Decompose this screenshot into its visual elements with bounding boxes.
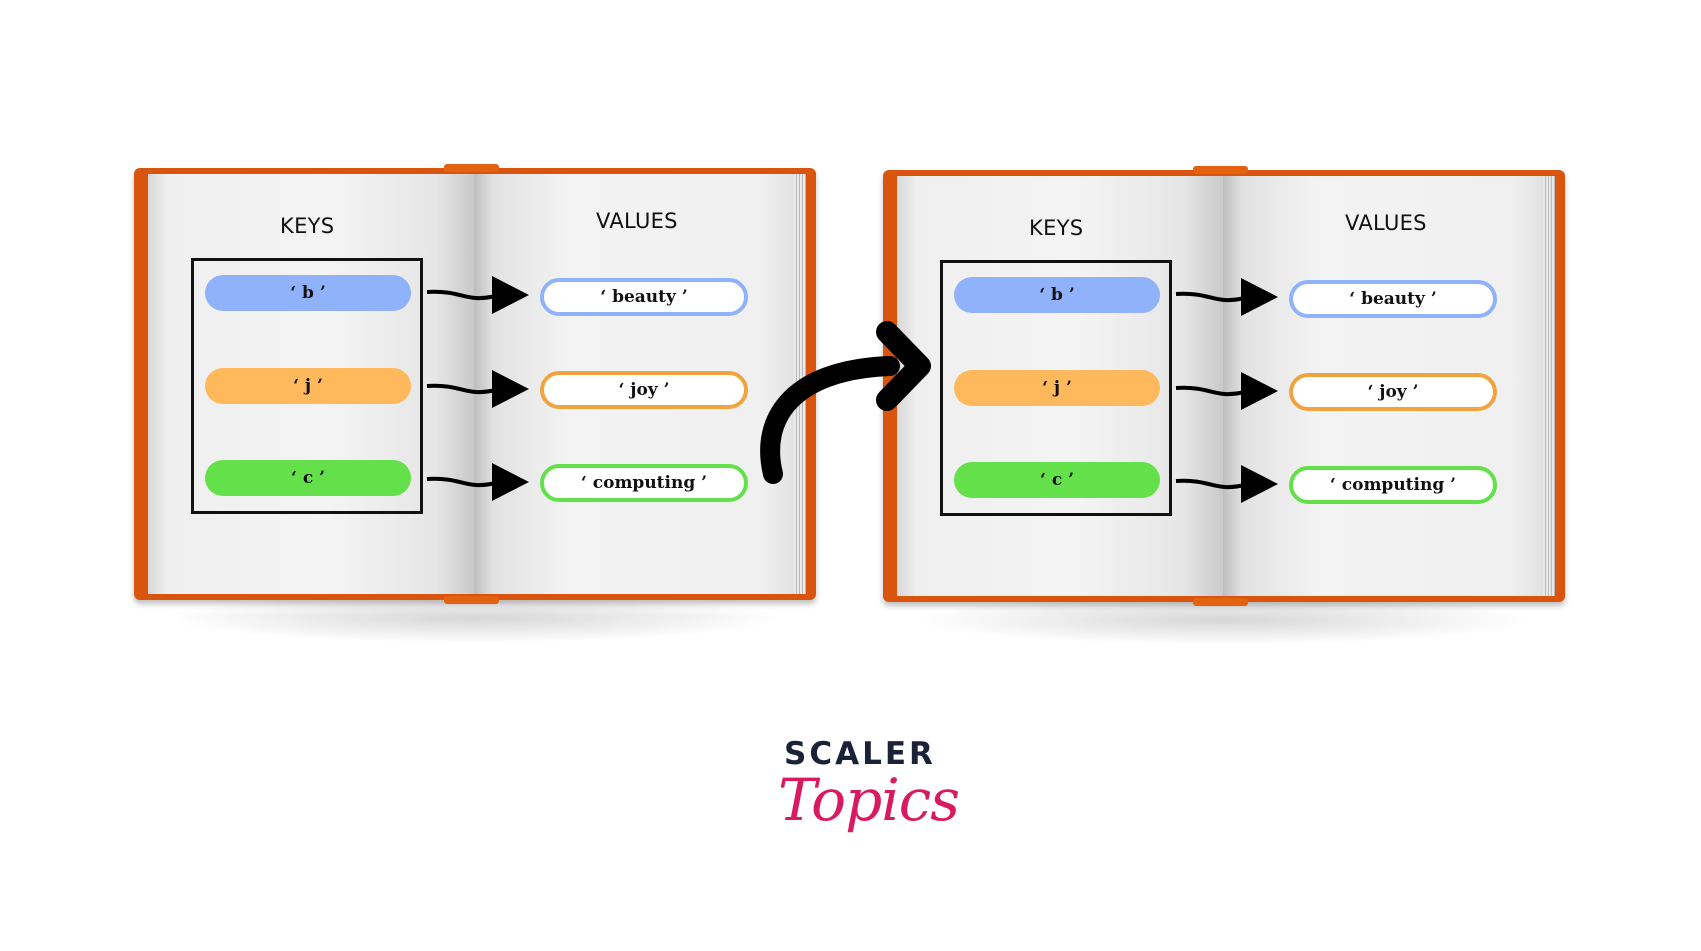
values-heading: VALUES [596, 209, 678, 233]
book-after: KEYS VALUES ‘ b ’ ‘ j ’ ‘ c ’ ‘ beauty ’… [883, 166, 1565, 645]
mapping-arrows [1175, 278, 1278, 503]
arrow-j [1175, 372, 1278, 410]
keys-box [191, 258, 423, 514]
keys-heading: KEYS [280, 214, 335, 238]
logo-scaler-text: SCALER [784, 736, 936, 772]
page-edges [1543, 176, 1555, 596]
arrow-c [426, 463, 529, 501]
key-c: ‘ c ’ [205, 460, 411, 496]
key-j: ‘ j ’ [205, 368, 411, 404]
book-before: KEYS VALUES ‘ b ’ ‘ j ’ ‘ c ’ ‘ beauty ’… [134, 164, 816, 643]
scaler-topics-logo: SCALER Topics [778, 736, 960, 856]
arrow-b [1175, 278, 1278, 316]
value-beauty: ‘ beauty ’ [540, 278, 748, 316]
arrow-j [426, 370, 529, 408]
value-computing: ‘ computing ’ [540, 464, 748, 502]
arrow-c [1175, 465, 1278, 503]
keys-heading: KEYS [1029, 216, 1084, 240]
keys-box [940, 260, 1172, 516]
value-joy: ‘ joy ’ [1289, 373, 1497, 411]
key-j: ‘ j ’ [954, 370, 1160, 406]
logo-topics-text: Topics [778, 766, 960, 834]
key-b: ‘ b ’ [205, 275, 411, 311]
key-c: ‘ c ’ [954, 462, 1160, 498]
value-joy: ‘ joy ’ [540, 371, 748, 409]
key-b: ‘ b ’ [954, 277, 1160, 313]
arrow-b [426, 276, 529, 314]
value-computing: ‘ computing ’ [1289, 466, 1497, 504]
mapping-arrows [426, 276, 529, 501]
value-beauty: ‘ beauty ’ [1289, 280, 1497, 318]
values-heading: VALUES [1345, 211, 1427, 235]
